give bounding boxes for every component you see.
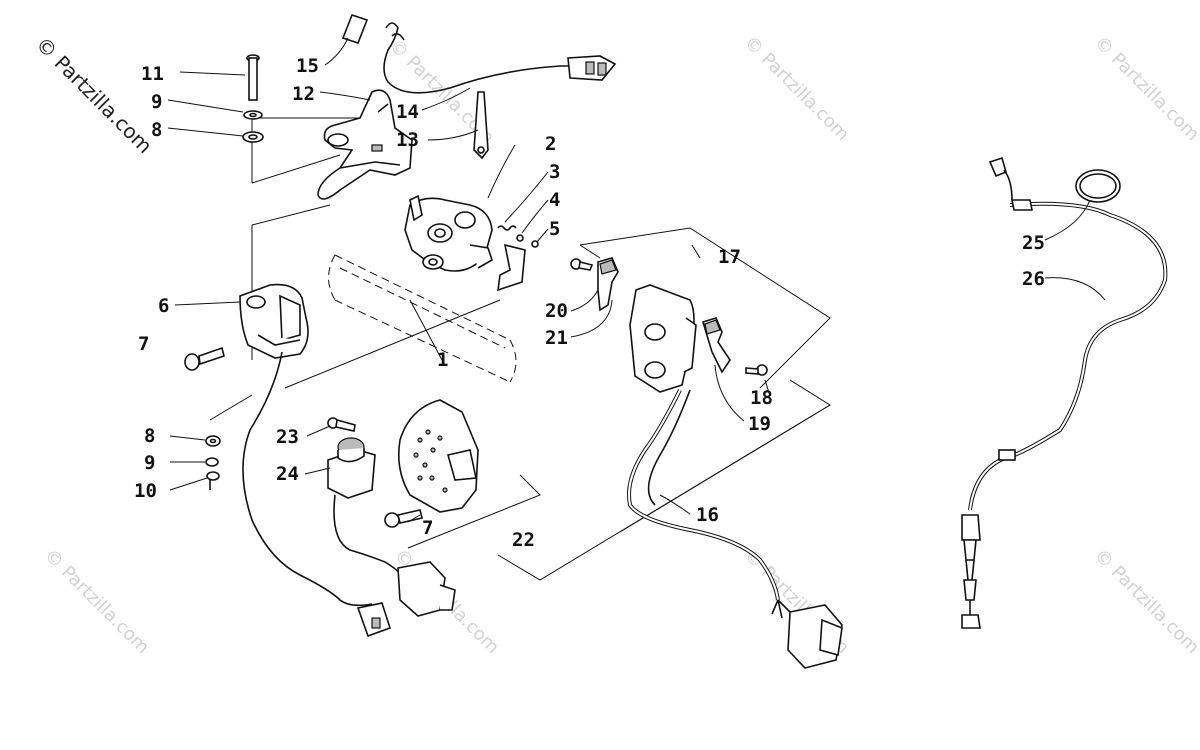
screw-part-7-lower xyxy=(384,509,423,528)
callout-13: 13 xyxy=(396,129,419,151)
washer-part-9-bottom xyxy=(205,457,219,467)
callout-10: 10 xyxy=(134,480,157,502)
handlebar-phantom xyxy=(328,254,517,383)
callout-11: 11 xyxy=(141,63,164,85)
clamp-wire xyxy=(242,351,391,638)
switch-housing-part-22 xyxy=(397,399,479,513)
switch-assy-part-17 xyxy=(629,284,697,393)
clamp-part-25 xyxy=(1075,169,1121,203)
callout-4: 4 xyxy=(549,189,560,211)
callout-9-top: 9 xyxy=(151,91,162,113)
harness-part-14 xyxy=(383,22,617,94)
screw-part-18 xyxy=(745,364,768,376)
callout-8-bottom: 8 xyxy=(144,425,155,447)
lever-bracket-part-12 xyxy=(317,89,413,200)
part-15-insert xyxy=(341,14,369,44)
callout-21: 21 xyxy=(545,327,568,349)
callout-19: 19 xyxy=(748,413,771,435)
assembly-frame-switch xyxy=(497,227,831,581)
nut-part-10 xyxy=(206,471,220,490)
lever-part-21 xyxy=(597,257,619,312)
switch-wire-24 xyxy=(333,494,456,617)
spring-part-3 xyxy=(497,225,517,231)
callout-7-left: 7 xyxy=(138,333,149,355)
screw-part-7-left xyxy=(184,346,225,371)
pin-part-13 xyxy=(473,91,489,160)
clip-part-4 xyxy=(516,234,524,242)
callout-3: 3 xyxy=(549,161,560,183)
cable-part-26 xyxy=(961,156,1168,629)
callout-16: 16 xyxy=(696,504,719,526)
lever-part-19 xyxy=(702,317,731,374)
washer-part-8-top xyxy=(242,131,264,143)
callout-1: 1 xyxy=(437,349,448,371)
callout-8-top: 8 xyxy=(151,119,162,141)
callout-26: 26 xyxy=(1022,268,1045,290)
callout-24: 24 xyxy=(276,463,299,485)
leader-lines xyxy=(167,37,1106,523)
callout-17: 17 xyxy=(718,246,741,268)
callout-22: 22 xyxy=(512,529,535,551)
callout-labels: 11 9 8 12 15 14 13 2 3 4 5 6 7 1 17 20 2… xyxy=(134,55,1045,551)
callout-12: 12 xyxy=(292,83,315,105)
harness-part-16 xyxy=(627,389,843,669)
throttle-housing-part-1 xyxy=(404,194,493,272)
screw-part-5 xyxy=(531,240,539,248)
callout-25: 25 xyxy=(1022,232,1045,254)
washer-part-9-top xyxy=(243,110,263,120)
assembly-frame-housing xyxy=(407,474,541,549)
switch-part-24 xyxy=(327,437,376,499)
washer-part-8-bottom xyxy=(205,435,221,447)
callout-7-lower: 7 xyxy=(422,517,433,539)
callout-5: 5 xyxy=(549,218,560,240)
callout-6: 6 xyxy=(158,295,169,317)
plate-part-2 xyxy=(497,243,526,292)
callout-20: 20 xyxy=(545,300,568,322)
clamp-part-6 xyxy=(239,283,309,359)
callout-15: 15 xyxy=(296,55,319,77)
screw-part-20 xyxy=(570,258,594,271)
bolt-part-11 xyxy=(246,54,260,101)
callout-14: 14 xyxy=(396,101,419,123)
callout-23: 23 xyxy=(276,426,299,448)
callout-9-bottom: 9 xyxy=(144,452,155,474)
callout-18: 18 xyxy=(750,387,773,409)
callout-2: 2 xyxy=(545,133,556,155)
screw-part-23 xyxy=(327,417,356,432)
